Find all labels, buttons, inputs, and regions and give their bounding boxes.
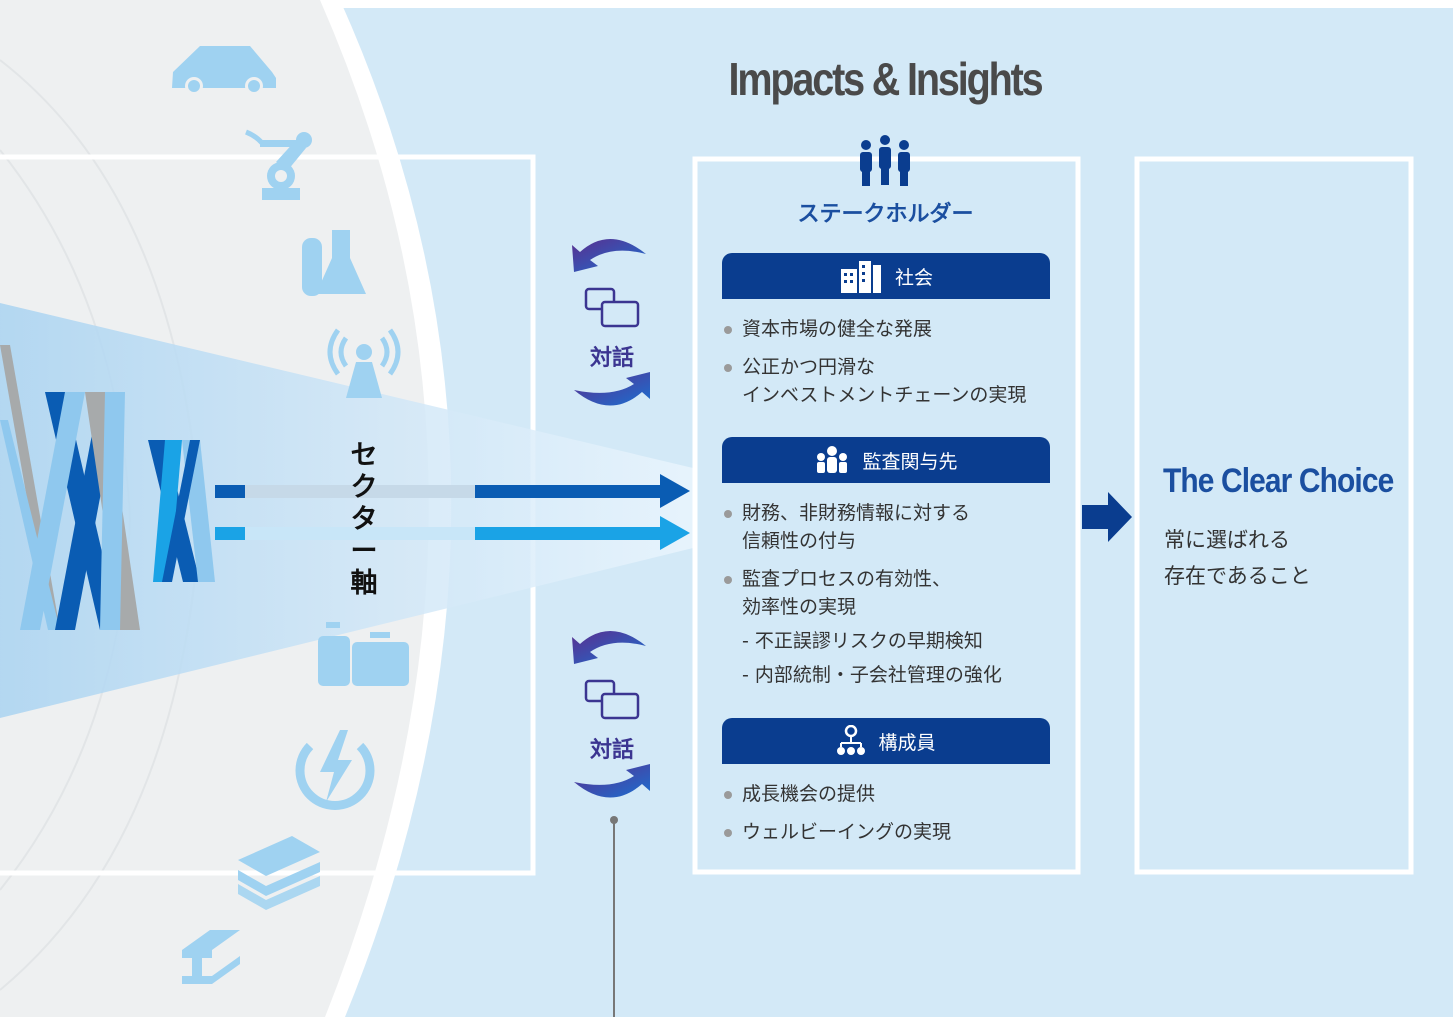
list-item: 成長機会の提供 bbox=[722, 780, 1072, 808]
dialogue-label-top: 対話 bbox=[589, 346, 634, 371]
list-item: 資本市場の健全な発展 bbox=[722, 315, 1072, 343]
sub-item: - 内部統制・子会社管理の強化 bbox=[742, 664, 1002, 686]
robot-arm-icon bbox=[245, 129, 312, 200]
zigzag-graphic bbox=[0, 345, 215, 630]
dialogue-top bbox=[572, 238, 650, 406]
group-header-audit-clients: 監査関与先 bbox=[722, 437, 1050, 483]
members-items: 成長機会の提供 ウェルビーイングの実現 bbox=[722, 780, 1072, 856]
group-name-society: 社会 bbox=[894, 266, 933, 289]
stakeholder-people-icon bbox=[860, 135, 910, 186]
clear-choice-title: The Clear Choice bbox=[1163, 462, 1394, 500]
lab-flask-icon bbox=[302, 230, 366, 296]
car-icon bbox=[172, 46, 276, 95]
list-item: 財務、非財務情報に対する信頼性の付与 bbox=[722, 499, 1072, 555]
group-header-members: 構成員 bbox=[722, 718, 1050, 764]
society-items: 資本市場の健全な発展 公正かつ円滑なインベストメントチェーンの実現 bbox=[722, 315, 1072, 419]
antenna-icon bbox=[327, 328, 401, 398]
steel-beam-icon bbox=[182, 930, 240, 984]
list-item: 監査プロセスの有効性、効率性の実現 - 不正誤謬リスクの早期検知 - 内部統制・… bbox=[722, 565, 1072, 689]
right-arrow bbox=[1082, 492, 1132, 542]
group-header-society: 社会 bbox=[722, 253, 1050, 299]
group-name-audit-clients: 監査関与先 bbox=[862, 450, 958, 473]
stakeholder-title: ステークホルダー bbox=[797, 202, 974, 227]
audit-items: 財務、非財務情報に対する信頼性の付与 監査プロセスの有効性、効率性の実現 - 不… bbox=[722, 499, 1072, 699]
clear-choice-box bbox=[1134, 156, 1414, 875]
page-title: Impacts & Insights bbox=[728, 53, 1043, 105]
arrow-head-bottom bbox=[660, 516, 690, 550]
arrow-head-top bbox=[660, 474, 690, 508]
sector-beam bbox=[0, 303, 693, 718]
money-stack-icon bbox=[238, 836, 320, 910]
sub-item: - 不正誤謬リスクの早期検知 bbox=[742, 630, 983, 652]
sector-axis-label: セ ク タ ー 軸 bbox=[350, 440, 378, 599]
building-icon bbox=[840, 261, 881, 293]
org-chart-icon bbox=[837, 725, 866, 755]
group-name-members: 構成員 bbox=[878, 731, 936, 754]
luggage-icon bbox=[318, 622, 409, 686]
list-item: ウェルビーイングの実現 bbox=[722, 818, 1072, 846]
list-item: 公正かつ円滑なインベストメントチェーンの実現 bbox=[722, 353, 1072, 409]
power-icon bbox=[295, 730, 375, 810]
dialogue-label-bottom: 対話 bbox=[589, 738, 634, 763]
clear-choice-subtitle: 常に選ばれる存在であること bbox=[1164, 528, 1311, 588]
dialogue-bottom bbox=[572, 630, 650, 798]
group-people-icon bbox=[817, 446, 848, 473]
